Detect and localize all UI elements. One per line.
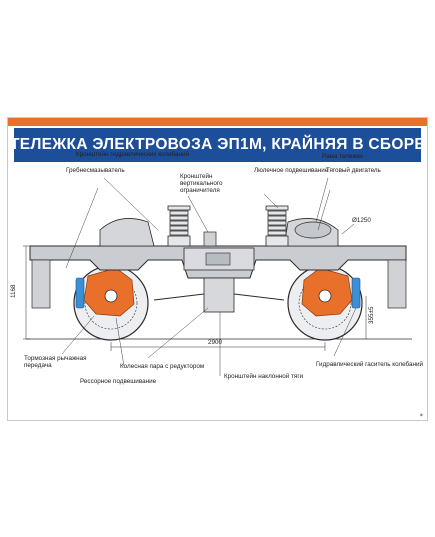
wheel-dia-leader: [341, 223, 355, 235]
label-flange-lubricator: Гребнесмазыватель: [66, 167, 125, 174]
label-hydraulic-damper: Гидравлический гаситель колебаний: [316, 361, 424, 368]
dim-axle-height: 355±5: [368, 306, 375, 324]
label-brake-lever-1: Тормозная рычажная: [24, 355, 87, 362]
dim-height: 1168: [10, 284, 17, 298]
poster: ТЕЛЕЖКА ЭЛЕКТРОВОЗА ЭП1М, КРАЙНЯЯ В СБОР…: [7, 117, 428, 421]
leader-lines: [61, 177, 357, 376]
label-bogie-frame: Рама тележки: [322, 153, 363, 160]
label-bracket-vertical-1: Кронштейн: [180, 173, 213, 180]
left-axle-hub: [104, 289, 118, 303]
left-wheelset: [73, 265, 149, 341]
right-wheel-inner: [298, 276, 352, 330]
vertical-limiter-bracket: [203, 231, 217, 247]
dim-wheel-diameter: Ø1250: [352, 217, 371, 224]
label-bracket-vertical-2: вертикального: [180, 180, 223, 187]
label-bracket-hydraulic: Кронштейн гидравлических колебаний: [76, 151, 190, 158]
label-inclined-rod-bracket: Кронштейн наклонной тяги: [224, 373, 304, 380]
traction-motor: [294, 221, 332, 239]
left-cradle-spring: [167, 205, 191, 247]
right-cradle-spring: [265, 205, 289, 247]
label-bracket-vertical-3: ограничителя: [180, 187, 220, 194]
right-end-beam: [387, 259, 407, 309]
label-wheelset-reducer: Колесная пара с редуктором: [120, 363, 205, 370]
right-wheelset: [287, 265, 363, 341]
poster-title: ТЕЛЕЖКА ЭЛЕКТРОВОЗА ЭП1М, КРАЙНЯЯ В СБОР…: [10, 136, 425, 153]
label-spring-suspension: Рессорное подвешивание: [80, 378, 157, 385]
label-cradle-suspension: Люлечное подвешивание: [254, 167, 329, 174]
left-end-beam: [31, 259, 51, 309]
right-axle-hub: [318, 289, 332, 303]
orange-top-bar: [8, 118, 427, 126]
label-traction-motor: Тяговый двигатель: [326, 167, 381, 174]
dim-base: 2900: [208, 339, 223, 346]
center-box: [205, 252, 231, 266]
label-brake-lever-2: передача: [24, 362, 52, 369]
left-hydraulic-damper: [75, 277, 85, 309]
left-motor-housing: [99, 218, 155, 247]
publisher-logo: ◆: [419, 412, 423, 417]
right-hydraulic-damper: [351, 277, 361, 309]
inclined-rod-right: [233, 293, 285, 301]
inclined-rod-bracket: [203, 277, 235, 313]
bogie-drawing: [23, 177, 412, 376]
left-wheel-inner: [84, 276, 138, 330]
inclined-rod: [153, 293, 205, 301]
title-band: ТЕЛЕЖКА ЭЛЕКТРОВОЗА ЭП1М, КРАЙНЯЯ В СБОР…: [10, 128, 425, 162]
